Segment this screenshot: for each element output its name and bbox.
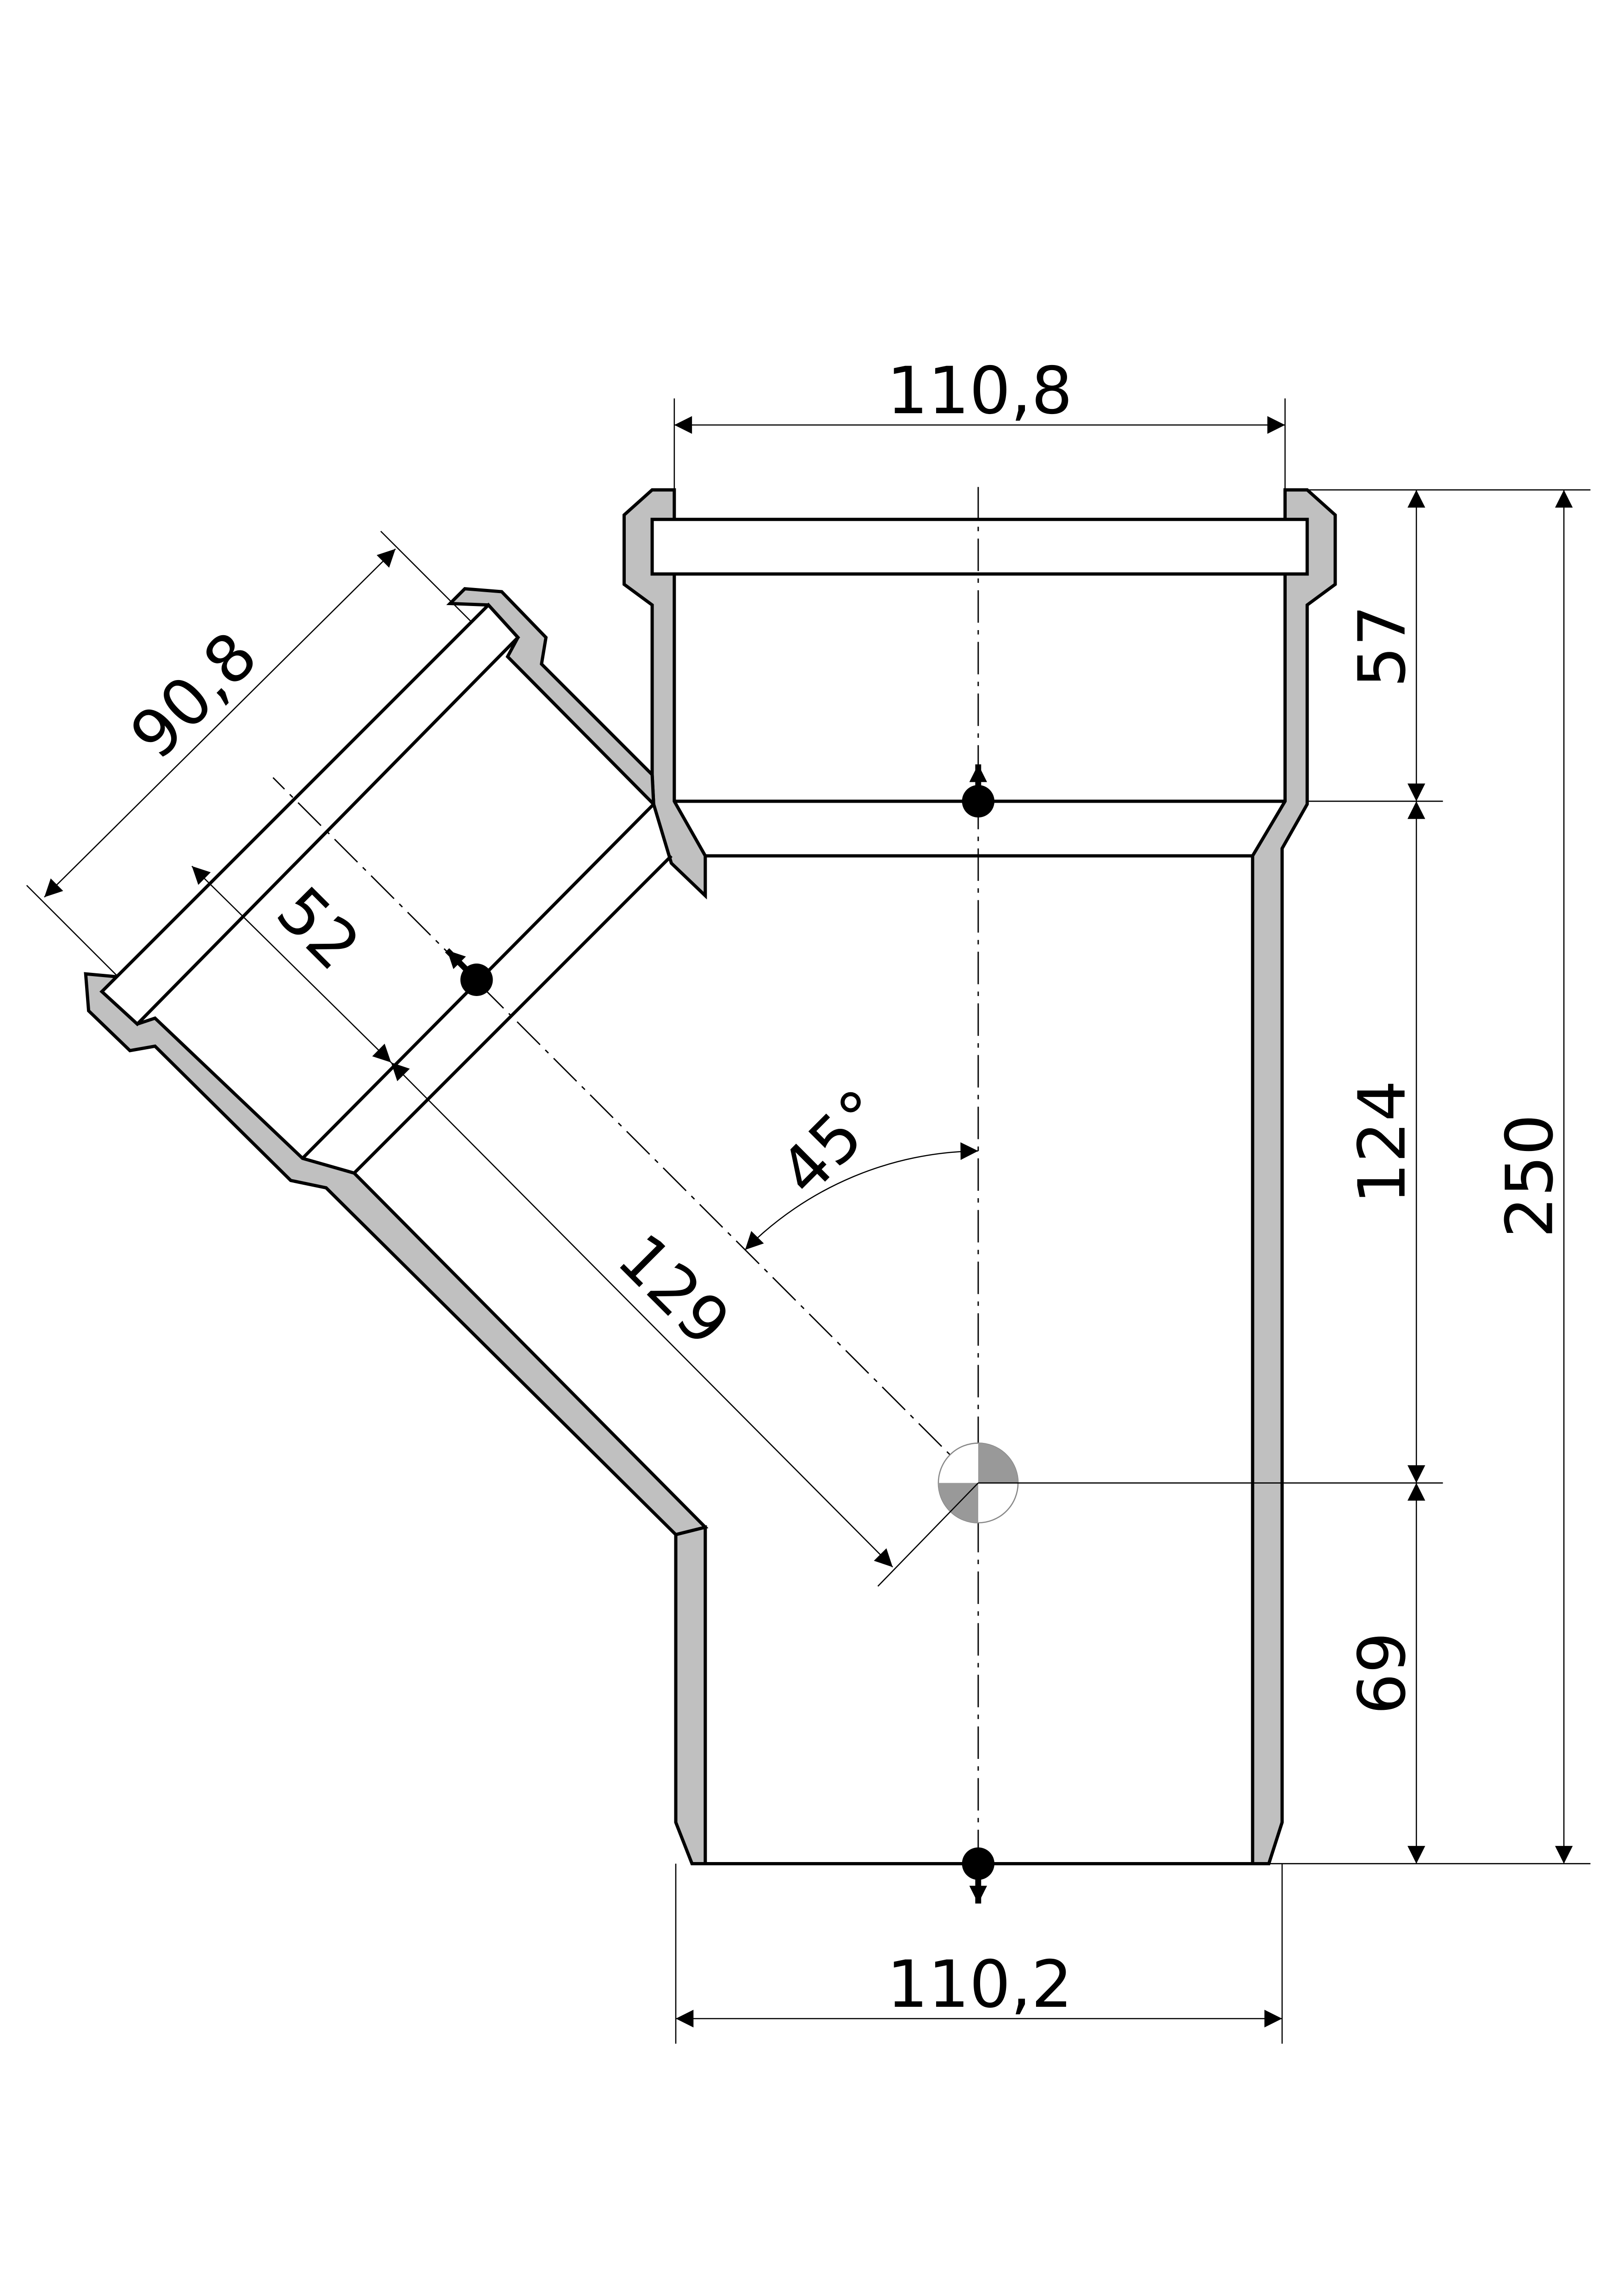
flow-marker-top [962, 764, 995, 818]
branch-lower-wall [84, 972, 709, 1537]
main-pipe-body [622, 488, 1337, 1865]
left-socket-wall [622, 488, 707, 900]
label-57: 57 [1345, 605, 1420, 688]
label-52: 52 [262, 873, 374, 985]
label-45-degrees: 45° [765, 1076, 900, 1210]
branch-upper-wall [446, 587, 656, 809]
dim-line-52 [191, 866, 392, 1063]
label-250: 250 [1493, 1114, 1568, 1238]
label-branch-diameter: 90,8 [116, 618, 272, 774]
dim-line-branch-diameter [44, 548, 396, 898]
left-lower-wall [674, 1525, 707, 1865]
top-seal-ring [650, 518, 1309, 576]
flow-marker-bottom [962, 1847, 995, 1904]
label-top-diameter: 110,8 [887, 353, 1073, 429]
right-socket-wall [1251, 488, 1337, 1865]
dim-line-129 [390, 1062, 893, 1568]
flow-marker-branch [445, 948, 493, 996]
dimension-lines [44, 416, 1573, 2028]
label-129: 129 [603, 1220, 744, 1361]
label-124: 124 [1345, 1080, 1420, 1204]
dim-arc-45 [745, 1142, 978, 1250]
label-bottom-diameter: 110,2 [887, 1947, 1073, 2023]
label-69: 69 [1345, 1632, 1420, 1715]
branch-bore-line [353, 854, 673, 1175]
